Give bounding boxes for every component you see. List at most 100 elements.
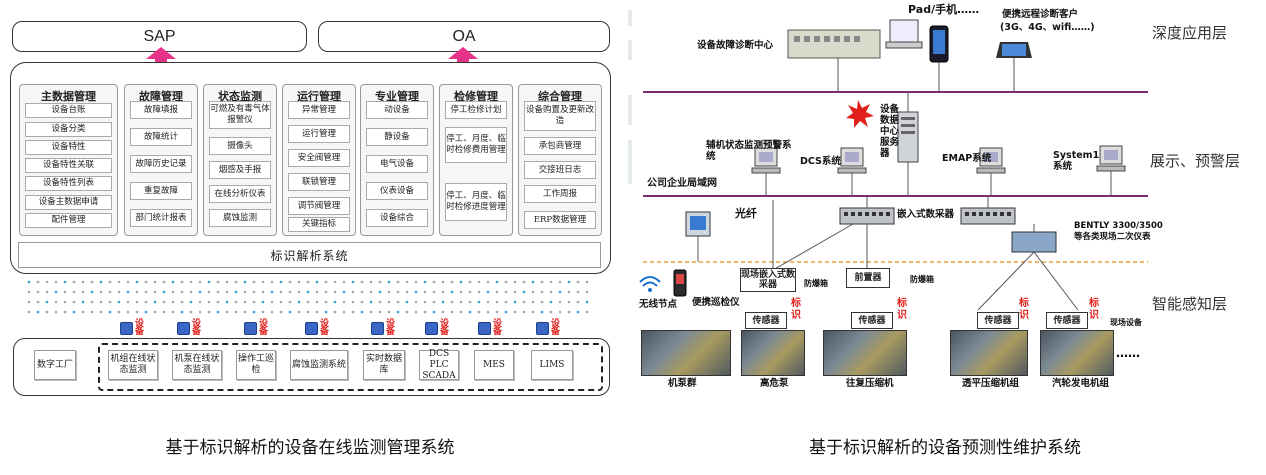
device-tag-label: 设备 (386, 319, 396, 337)
sensor-box: 传感器 (851, 312, 893, 329)
pad-label: Pad/手机…… (908, 3, 980, 16)
module-item: 设备主数据申请 (25, 195, 112, 210)
device-icon (244, 321, 257, 335)
sensor-box: 传感器 (745, 312, 787, 329)
module-item: 设备台账 (25, 103, 112, 118)
identification-system-label: 标识解析系统 (270, 248, 349, 263)
module-title: 专业管理 (375, 90, 419, 103)
device-tag-label: 设备 (320, 319, 330, 337)
field-collector-box: 现场嵌入式数采器 (740, 268, 796, 292)
explosion-box-note-1: 防爆箱 (804, 279, 828, 288)
embedded-collector-label: 嵌入式数采器 (897, 209, 955, 220)
module-title: 综合管理 (538, 90, 582, 103)
remote-client-label: 便携远程诊断客户 (1002, 9, 1079, 20)
device-tag-label: 设备 (551, 319, 561, 337)
module-item: 故障统计 (130, 128, 192, 146)
bently-sub-label: 等各类现场二次仪表 (1074, 232, 1151, 242)
module-title: 检修管理 (454, 90, 498, 103)
device-icon (371, 321, 384, 335)
equipment-photo (823, 330, 907, 376)
data-source-cell: DCS PLC SCADA (419, 349, 459, 381)
module-item: 设备购置及更新改造 (524, 101, 596, 131)
device-icon (536, 321, 549, 335)
wireless-node-label: 无线节点 (639, 299, 678, 310)
module-1: 主数据管理设备台账设备分类设备特性设备特性关联设备特性列表设备主数据申请配件管理 (19, 84, 118, 236)
module-item: 设备分类 (25, 122, 112, 137)
data-source-cell: 数字工厂 (34, 350, 76, 380)
device-tag-label: 设备 (259, 319, 269, 337)
equipment-photo (1040, 330, 1114, 376)
emap-label: EMAP系统 (942, 153, 992, 164)
module-item: 部门统计报表 (130, 209, 192, 227)
module-title: 状态监测 (218, 90, 262, 103)
data-source-cell: 机组在线状态监测 (108, 350, 158, 380)
identification-mark: 标识 (897, 298, 907, 321)
module-item: 停工、月度、临时检修费用管理 (445, 127, 507, 163)
module-item: 调节阀管理 (288, 197, 350, 215)
module-item: 运行管理 (288, 125, 350, 143)
remote-net-label: (3G、4G、wifi……) (1000, 22, 1095, 33)
module-item: 设备综合 (366, 209, 428, 227)
field-device-label: 现场设备 (1110, 318, 1142, 327)
module-item: ERP数据管理 (524, 211, 596, 229)
module-item: 腐蚀监测 (209, 209, 271, 227)
module-item: 烟感及手报 (209, 161, 271, 179)
equipment-label: 往复压缩机 (846, 378, 894, 389)
module-item: 重复故障 (130, 182, 192, 200)
device-tag: 设备 (244, 319, 269, 337)
data-source-cell: 机泵在线状态监测 (172, 350, 222, 380)
device-tag-label: 设备 (440, 319, 450, 337)
equipment-label: 汽轮发电机组 (1052, 378, 1110, 389)
layer-deep-application: 深度应用层 (1152, 24, 1228, 42)
oa-label: OA (452, 27, 476, 45)
module-item: 设备特性关联 (25, 158, 112, 173)
device-icon (305, 321, 318, 335)
module-item: 安全阀管理 (288, 149, 350, 167)
equipment-photo (950, 330, 1028, 376)
right-caption: 基于标识解析的设备预测性维护系统 (809, 438, 1081, 458)
module-title: 运行管理 (297, 90, 341, 103)
data-source-cell: 实时数据库 (363, 350, 405, 380)
data-server-label: 设备数据中心服务器 (880, 104, 900, 159)
module-item: 仪表设备 (366, 182, 428, 200)
module-item: 异常管理 (288, 101, 350, 119)
fiber-label: 光纤 (735, 207, 757, 220)
data-source-cell: 操作工巡检 (236, 350, 276, 380)
device-tag-label: 设备 (135, 319, 145, 337)
preamp-box: 前置器 (846, 268, 890, 288)
equipment-photo (641, 330, 731, 376)
device-icon (120, 321, 133, 335)
module-item: 故障历史记录 (130, 155, 192, 173)
module-item: 停工、月度、临时检修进度管理 (445, 183, 507, 221)
explosion-box-note-2: 防爆箱 (910, 275, 934, 284)
device-icon (177, 321, 190, 335)
identification-mark: 标识 (791, 298, 801, 321)
identification-mark: 标识 (1089, 298, 1099, 321)
module-item: 交接班日志 (524, 161, 596, 179)
equipment-photo (741, 330, 805, 376)
data-source-dashed-group (98, 343, 603, 391)
layer-display-warning: 展示、预警层 (1150, 152, 1241, 170)
module-3: 状态监测可燃及有毒气体报警仪摄像头烟感及手报在线分析仪表腐蚀监测 (203, 84, 277, 236)
aux-system-label: 辅机状态监测预警系统 (706, 140, 792, 162)
module-title: 主数据管理 (41, 90, 96, 103)
module-item: 配件管理 (25, 213, 112, 228)
data-source-cell: LIMS (531, 350, 573, 380)
data-source-cell: 腐蚀监测系统 (290, 350, 348, 380)
equipment-label: 透平压缩机组 (962, 378, 1020, 389)
module-title: 故障管理 (139, 90, 183, 103)
field-collector-label: 现场嵌入式数采器 (741, 270, 796, 290)
device-tag: 设备 (371, 319, 396, 337)
predictive-maintenance-diagram (628, 10, 1148, 311)
lan-label: 公司企业局域网 (647, 178, 717, 189)
sensor-box: 传感器 (1046, 312, 1088, 329)
system1-label: System1系统 (1053, 150, 1100, 172)
device-tag-label: 设备 (192, 319, 202, 337)
module-item: 联锁管理 (288, 173, 350, 191)
device-icon (478, 321, 491, 335)
device-tag-label: 设备 (493, 319, 503, 337)
diag-center-label: 设备故障诊断中心 (697, 40, 774, 51)
device-tag: 设备 (305, 319, 330, 337)
module-item: 设备特性 (25, 140, 112, 155)
